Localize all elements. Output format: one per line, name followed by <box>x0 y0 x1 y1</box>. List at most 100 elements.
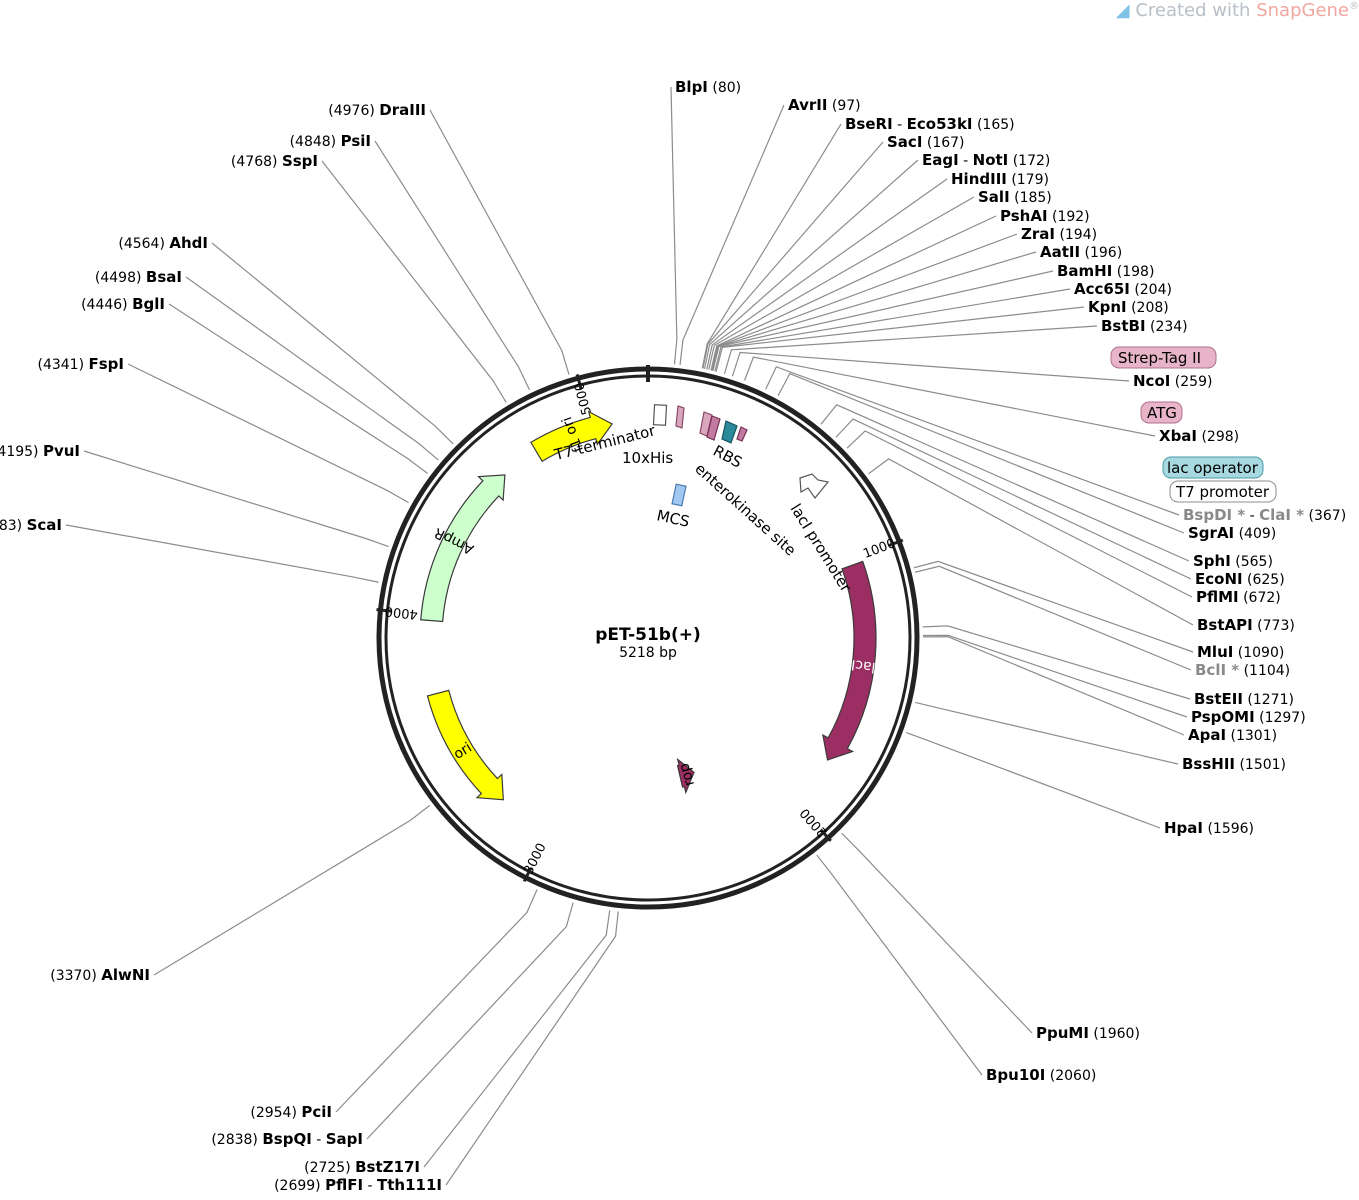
site-leader-line <box>127 363 409 504</box>
t7-promoter-text: T7 promoter <box>1175 483 1270 501</box>
callout-boxes: Strep-Tag II ATG lac operator T7 promote… <box>1110 346 1277 503</box>
site-leader-line <box>185 276 439 461</box>
atg-text: ATG <box>1147 404 1177 422</box>
site-leader-line <box>211 242 454 445</box>
mcs-marker <box>671 483 687 507</box>
site-leader-line <box>841 832 1033 1034</box>
site-leader-line <box>820 404 1190 562</box>
restriction-site-label: Bpu10I (2060) <box>986 1066 1096 1084</box>
site-leader-line <box>153 804 431 976</box>
registered-mark: ® <box>1349 1 1359 12</box>
site-leader-line <box>714 288 1071 372</box>
restriction-site-label: AatII (196) <box>1040 243 1122 261</box>
site-leader-line <box>868 458 1194 626</box>
site-leader-line <box>702 141 884 369</box>
site-leader-line <box>168 303 428 474</box>
restriction-site-label: BstAPI (773) <box>1197 616 1295 634</box>
restriction-site-label: (4768) SspI <box>231 152 318 170</box>
restriction-site-label: PpuMI (1960) <box>1036 1024 1140 1042</box>
laci-promoter-arrow <box>799 473 830 499</box>
site-leader-line <box>83 450 389 548</box>
restriction-site-label: (2838) BspQI - SapI <box>211 1130 363 1148</box>
restriction-site-label: Acc65I (204) <box>1074 280 1172 298</box>
restriction-site-label: KpnI (208) <box>1088 298 1169 316</box>
restriction-site-label: (4446) BglI <box>81 295 165 313</box>
restriction-site-label: BstBI (234) <box>1101 317 1188 335</box>
label-rbs: RBS <box>710 442 745 472</box>
site-leader-line <box>670 86 678 365</box>
t7-promoter-box <box>1169 480 1277 503</box>
restriction-site-labels: BlpI (80)AvrII (97)BseRI - Eco53kI (165)… <box>0 78 1346 1194</box>
site-leader-line <box>711 233 1018 371</box>
feature-arrow-ampr <box>420 474 506 623</box>
restriction-site-label: BssHII (1501) <box>1182 755 1286 773</box>
atg-box <box>1140 401 1183 424</box>
site-leader-line <box>777 372 1185 534</box>
site-leader-line <box>922 634 1188 718</box>
start-codon-marker <box>736 426 748 442</box>
restriction-site-label: EcoNI (625) <box>1195 570 1285 588</box>
ring-tick <box>575 373 583 390</box>
plasmid-length: 5218 bp <box>619 645 677 661</box>
site-leader-line <box>914 565 1192 671</box>
lac-operator-box <box>1162 456 1264 479</box>
site-leader-line <box>922 636 1185 736</box>
site-leader-line <box>706 178 948 370</box>
site-leader-line <box>65 524 379 583</box>
site-leader-line <box>712 270 1054 371</box>
restriction-site-label: HpaI (1596) <box>1164 819 1254 837</box>
credit-brand: SnapGene <box>1256 0 1349 21</box>
site-leader-line <box>906 731 1161 829</box>
site-leader-line <box>835 418 1192 580</box>
ring-tick <box>819 828 832 842</box>
restriction-site-label: (4564) AhdI <box>118 234 208 252</box>
restriction-site-label: ApaI (1301) <box>1188 726 1277 744</box>
site-leader-lines <box>65 86 1194 1186</box>
restriction-site-label: (4083) ScaI <box>0 516 62 534</box>
feature-label-laci: lacI <box>850 656 876 675</box>
site-leader-line <box>723 325 1098 375</box>
restriction-site-label: SgrAI (409) <box>1188 524 1276 542</box>
feature-arrow-rop <box>676 757 695 795</box>
ring-tick-label: 3000 <box>521 841 549 877</box>
feature-arrow-f1-ori <box>530 410 613 463</box>
site-leader-line <box>701 123 842 369</box>
restriction-site-label: NcoI (259) <box>1133 372 1212 390</box>
site-leader-line <box>922 625 1191 700</box>
restriction-site-label: (4498) BsaI <box>95 268 182 286</box>
restriction-site-label: BamHI (198) <box>1057 262 1154 280</box>
credit-prefix: Created with <box>1135 0 1251 21</box>
label-enterokinase-site: enterokinase site <box>691 460 799 560</box>
restriction-site-label: MluI (1090) <box>1197 643 1284 661</box>
ring-tick-label: 1000 <box>861 536 897 562</box>
feature-arrow-laci <box>822 560 877 761</box>
ring-tick-label: 4000 <box>384 603 418 621</box>
restriction-site-label: SalI (185) <box>978 188 1052 206</box>
restriction-site-label: BspDI * - ClaI * (367) <box>1183 506 1346 524</box>
restriction-site-label: SacI (167) <box>887 133 965 151</box>
feature-arrow-ori <box>426 689 504 801</box>
site-leader-line <box>321 160 507 403</box>
site-leader-line <box>703 159 919 370</box>
snapgene-logo-icon: ◢ <box>1115 0 1130 21</box>
site-leader-line <box>846 430 1193 598</box>
ring-tick-label: 2000 <box>797 805 830 840</box>
site-leader-line <box>335 889 538 1113</box>
strep-tag-text: Strep-Tag II <box>1118 349 1201 367</box>
restriction-site-label: AvrII (97) <box>788 96 861 114</box>
ring-tick <box>888 538 904 547</box>
restriction-site-label: (4848) PsiI <box>290 132 371 150</box>
site-leader-line <box>366 902 574 1140</box>
site-leader-line <box>679 104 785 365</box>
restriction-site-label: PflMI (672) <box>1196 588 1281 606</box>
site-leader-line <box>816 854 983 1076</box>
site-leader-line <box>711 251 1037 371</box>
restriction-site-label: (2725) BstZ17I <box>304 1158 420 1176</box>
site-leader-line <box>710 215 997 371</box>
strep-tag-box <box>1110 346 1217 369</box>
restriction-site-label: XbaI (298) <box>1159 427 1239 445</box>
restriction-site-label: ZraI (194) <box>1021 225 1097 243</box>
site-leader-line <box>913 560 1194 653</box>
site-leader-line <box>445 911 619 1186</box>
